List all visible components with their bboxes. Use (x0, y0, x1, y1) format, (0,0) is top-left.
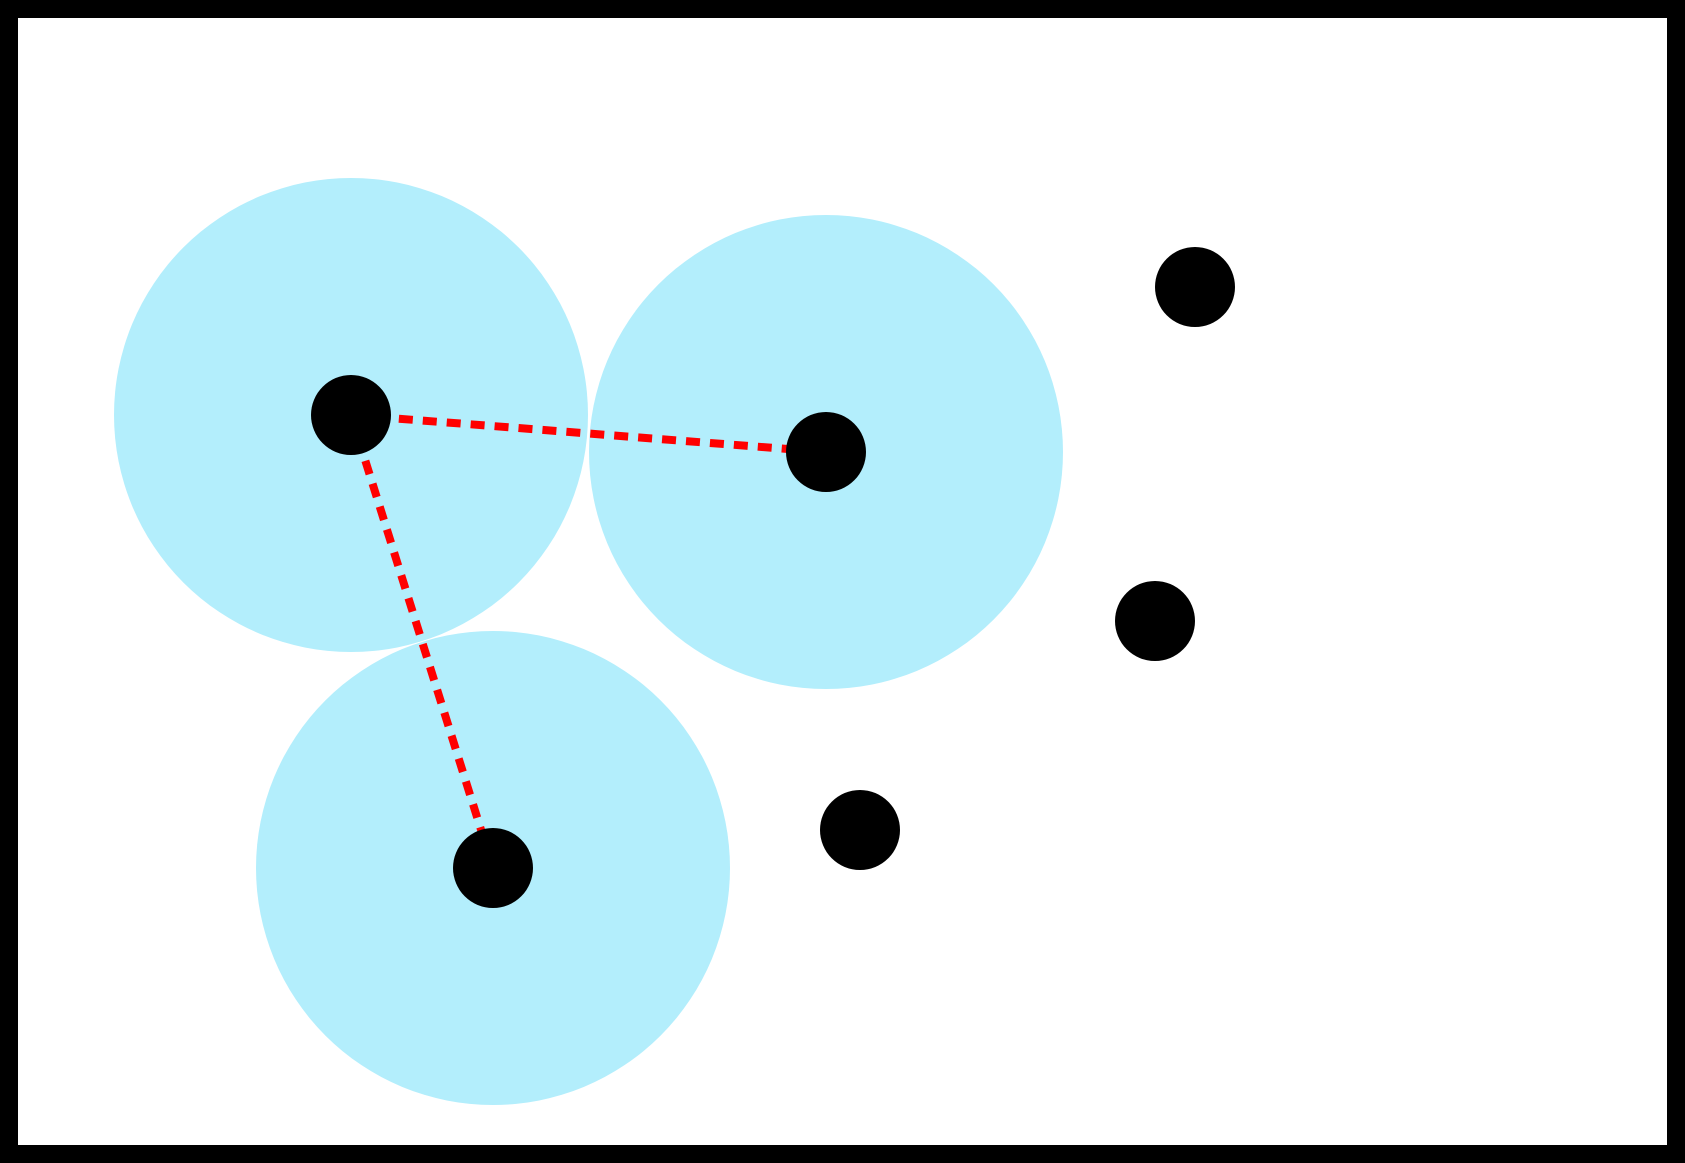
link-n1-n3 (347, 413, 497, 870)
link-n1-n2 (350, 411, 827, 456)
node-n6 (820, 790, 900, 870)
node-layer (311, 247, 1235, 908)
node-n5 (1115, 581, 1195, 661)
node-n3 (453, 828, 533, 908)
node-n2 (786, 412, 866, 492)
node-n4 (1155, 247, 1235, 327)
link-layer (347, 411, 827, 870)
node-n1 (311, 375, 391, 455)
